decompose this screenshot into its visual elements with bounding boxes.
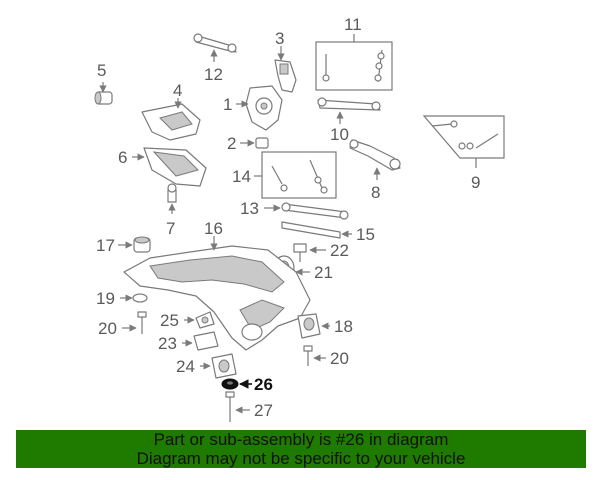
part-25-mount: 25	[160, 311, 215, 330]
part-26-highlighted-washer: 26	[221, 375, 273, 394]
part-2-bushing: 2	[227, 134, 269, 153]
callout-24: 24	[176, 357, 195, 376]
callout-15: 15	[356, 225, 375, 244]
part-24-mount: 24	[176, 353, 237, 379]
callout-16: 16	[204, 219, 223, 238]
callout-10: 10	[330, 125, 349, 144]
part-14-hardware-kit: 14	[232, 151, 337, 199]
part-10-link: 10	[317, 97, 381, 144]
part-23-mount: 23	[158, 331, 219, 353]
callout-20-left: 20	[98, 319, 117, 338]
callout-22: 22	[330, 241, 349, 260]
part-18-mount: 18	[297, 313, 353, 339]
callout-7: 7	[166, 219, 175, 238]
banner-line-1: Part or sub-assembly is #26 in diagram	[153, 430, 449, 449]
callout-2: 2	[227, 134, 236, 153]
part-20-bolt-right: 20	[303, 345, 349, 368]
info-banner: Part or sub-assembly is #26 in diagram D…	[16, 430, 586, 468]
callout-20-right: 20	[330, 349, 349, 368]
part-12-link: 12	[193, 33, 237, 84]
callout-19: 19	[96, 289, 115, 308]
callout-11: 11	[344, 15, 362, 34]
callout-21: 21	[314, 263, 333, 282]
part-27-bolt: 27	[225, 391, 273, 422]
callout-8: 8	[371, 183, 380, 202]
callout-12: 12	[204, 65, 223, 84]
callout-25: 25	[160, 311, 179, 330]
callout-26: 26	[254, 375, 273, 394]
callout-13: 13	[240, 199, 259, 218]
callout-27: 27	[254, 401, 273, 420]
part-5-bushing: 5	[94, 61, 113, 105]
part-4-control-arm: 4	[141, 81, 201, 141]
part-6-lower-arm: 6	[118, 147, 207, 187]
part-16-subframe: 16	[123, 219, 311, 351]
banner-line-2: Diagram may not be specific to your vehi…	[136, 449, 466, 468]
callout-17: 17	[96, 236, 115, 255]
callout-14: 14	[232, 167, 251, 186]
part-3-bracket: 3	[274, 29, 297, 93]
callout-18: 18	[334, 317, 353, 336]
part-20-bolt-left: 20	[98, 311, 147, 338]
callout-4: 4	[173, 81, 182, 100]
part-17-bushing: 17	[96, 236, 151, 255]
part-19-washer: 19	[96, 289, 148, 308]
part-7-stud: 7	[166, 183, 177, 238]
callout-5: 5	[97, 61, 106, 80]
part-11-hardware-kit: 11	[315, 15, 393, 91]
part-9-hardware-kit: 9	[422, 115, 505, 192]
part-22-bolt: 22	[293, 241, 349, 262]
part-15-rod: 15	[281, 221, 375, 244]
part-1-knuckle: 1	[223, 85, 283, 131]
callout-3: 3	[275, 29, 284, 48]
callout-6: 6	[118, 148, 127, 167]
callout-1: 1	[223, 95, 232, 114]
part-8-arm: 8	[349, 139, 401, 202]
part-13-rod: 13	[240, 199, 349, 220]
callout-9: 9	[471, 173, 480, 192]
callout-23: 23	[158, 334, 177, 353]
